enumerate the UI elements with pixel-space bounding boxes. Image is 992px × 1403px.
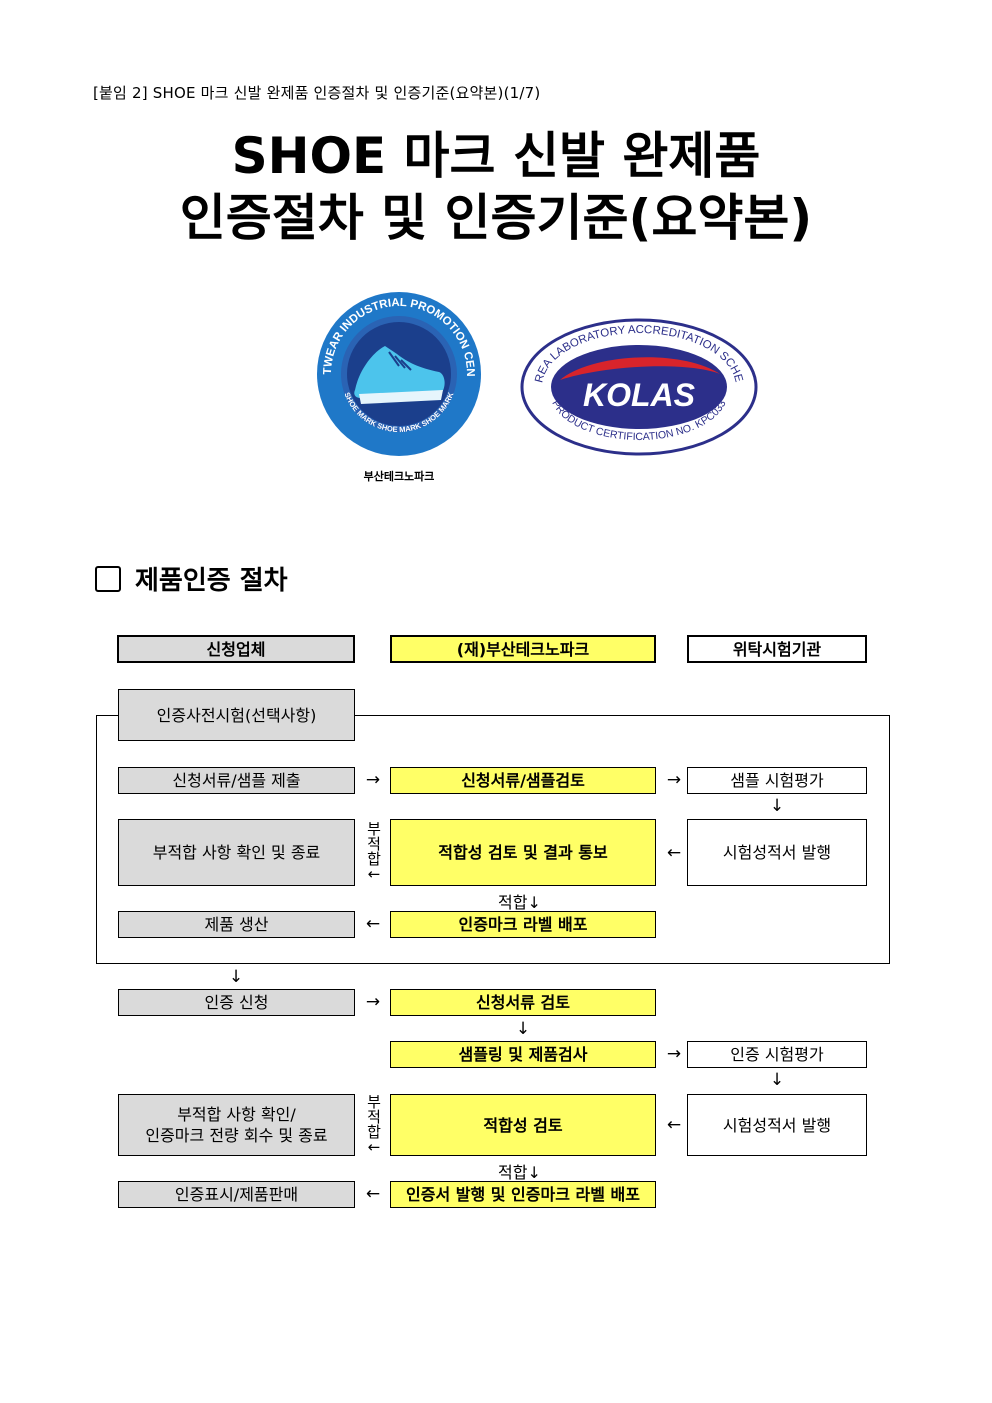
down-arrow-icon: ↓ [527,1163,541,1182]
shoe-icon [354,346,445,404]
nonconform-end-box: 부적합 사항 확인 및 종료 [118,819,355,886]
column-header-technopark: (재)부산테크노파크 [390,635,656,663]
section-title: 제품인증 절차 [135,566,288,596]
review-docs-box: 신청서류 검토 [390,989,656,1016]
sampling-box: 샘플링 및 제품검사 [390,1041,656,1068]
test-report2-box: 시험성적서 발행 [687,1094,867,1156]
fail-label: 부적합 [367,1093,381,1141]
pass-text: 적합 [498,893,528,912]
column-header-lab: 위탁시험기관 [687,635,867,663]
left-arrow-icon: ← [365,1184,381,1204]
test-report-box: 시험성적서 발행 [687,819,867,886]
left-arrow-icon: ← [367,865,381,883]
nonconform-recall-line1: 부적합 사항 확인/ [177,1105,296,1124]
conformity-notify-box: 적합성 검토 및 결과 통보 [390,819,656,886]
down-arrow-icon: ↓ [769,796,785,816]
left-arrow-icon: ← [666,1115,682,1135]
left-arrow-icon: ← [666,843,682,863]
nonconform-recall-box: 부적합 사항 확인/ 인증마크 전량 회수 및 종료 [118,1094,355,1156]
fail-vertical-label: 부적합 ← [366,822,382,882]
submit-box: 신청서류/샘플 제출 [118,767,355,794]
column-header-applicant: 신청업체 [117,635,355,663]
apply-box: 인증 신청 [118,989,355,1016]
production-box: 제품 생산 [118,911,355,938]
fipc-shoe-mark-logo: FOOTWEAR INDUSTRIAL PROMOTION CENTER SHO… [315,290,481,483]
nonconform-recall-line2: 인증마크 전량 회수 및 종료 [145,1126,328,1145]
title-line-2: 인증절차 및 인증기준(요약본) [179,189,813,247]
pre-test-frame [96,715,890,964]
cert-issue-box: 인증서 발행 및 인증마크 라벨 배포 [390,1181,656,1208]
pass-label: 적합↓ [498,1159,541,1183]
pre-test-box: 인증사전시험(선택사항) [118,689,355,741]
section-heading: 제품인증 절차 [95,560,288,597]
kolas-center-text: KOLAS [583,377,696,413]
pass-label: 적합↓ [498,889,541,913]
sample-eval-box: 샘플 시험평가 [687,767,867,794]
kolas-logo: KOLAS KOREA LABORATORY ACCREDITATION SCH… [520,318,758,456]
fail-vertical-label: 부적합 ← [366,1095,382,1155]
right-arrow-icon: → [365,992,381,1012]
checkbox-icon [95,565,121,592]
right-arrow-icon: → [365,770,381,790]
down-arrow-icon: ↓ [228,967,244,987]
down-arrow-icon: ↓ [527,893,541,912]
down-arrow-icon: ↓ [769,1070,785,1090]
conformity-box: 적합성 검토 [390,1094,656,1156]
review-docs-sample-box: 신청서류/샘플검토 [390,767,656,794]
down-arrow-icon: ↓ [515,1019,531,1039]
header-note: [붙임 2] SHOE 마크 신발 완제품 인증절차 및 인증기준(요약본)(1… [93,84,541,102]
left-arrow-icon: ← [365,914,381,934]
right-arrow-icon: → [666,1044,682,1064]
cert-sale-box: 인증표시/제품판매 [118,1181,355,1208]
label-distribution-box: 인증마크 라벨 배포 [390,911,656,938]
title-line-1: SHOE 마크 신발 완제품 [231,127,761,185]
cert-eval-box: 인증 시험평가 [687,1041,867,1068]
fail-label: 부적합 [367,820,381,868]
left-arrow-icon: ← [367,1138,381,1156]
right-arrow-icon: → [666,770,682,790]
pass-text: 적합 [498,1163,528,1182]
fipc-caption: 부산테크노파크 [364,469,435,483]
